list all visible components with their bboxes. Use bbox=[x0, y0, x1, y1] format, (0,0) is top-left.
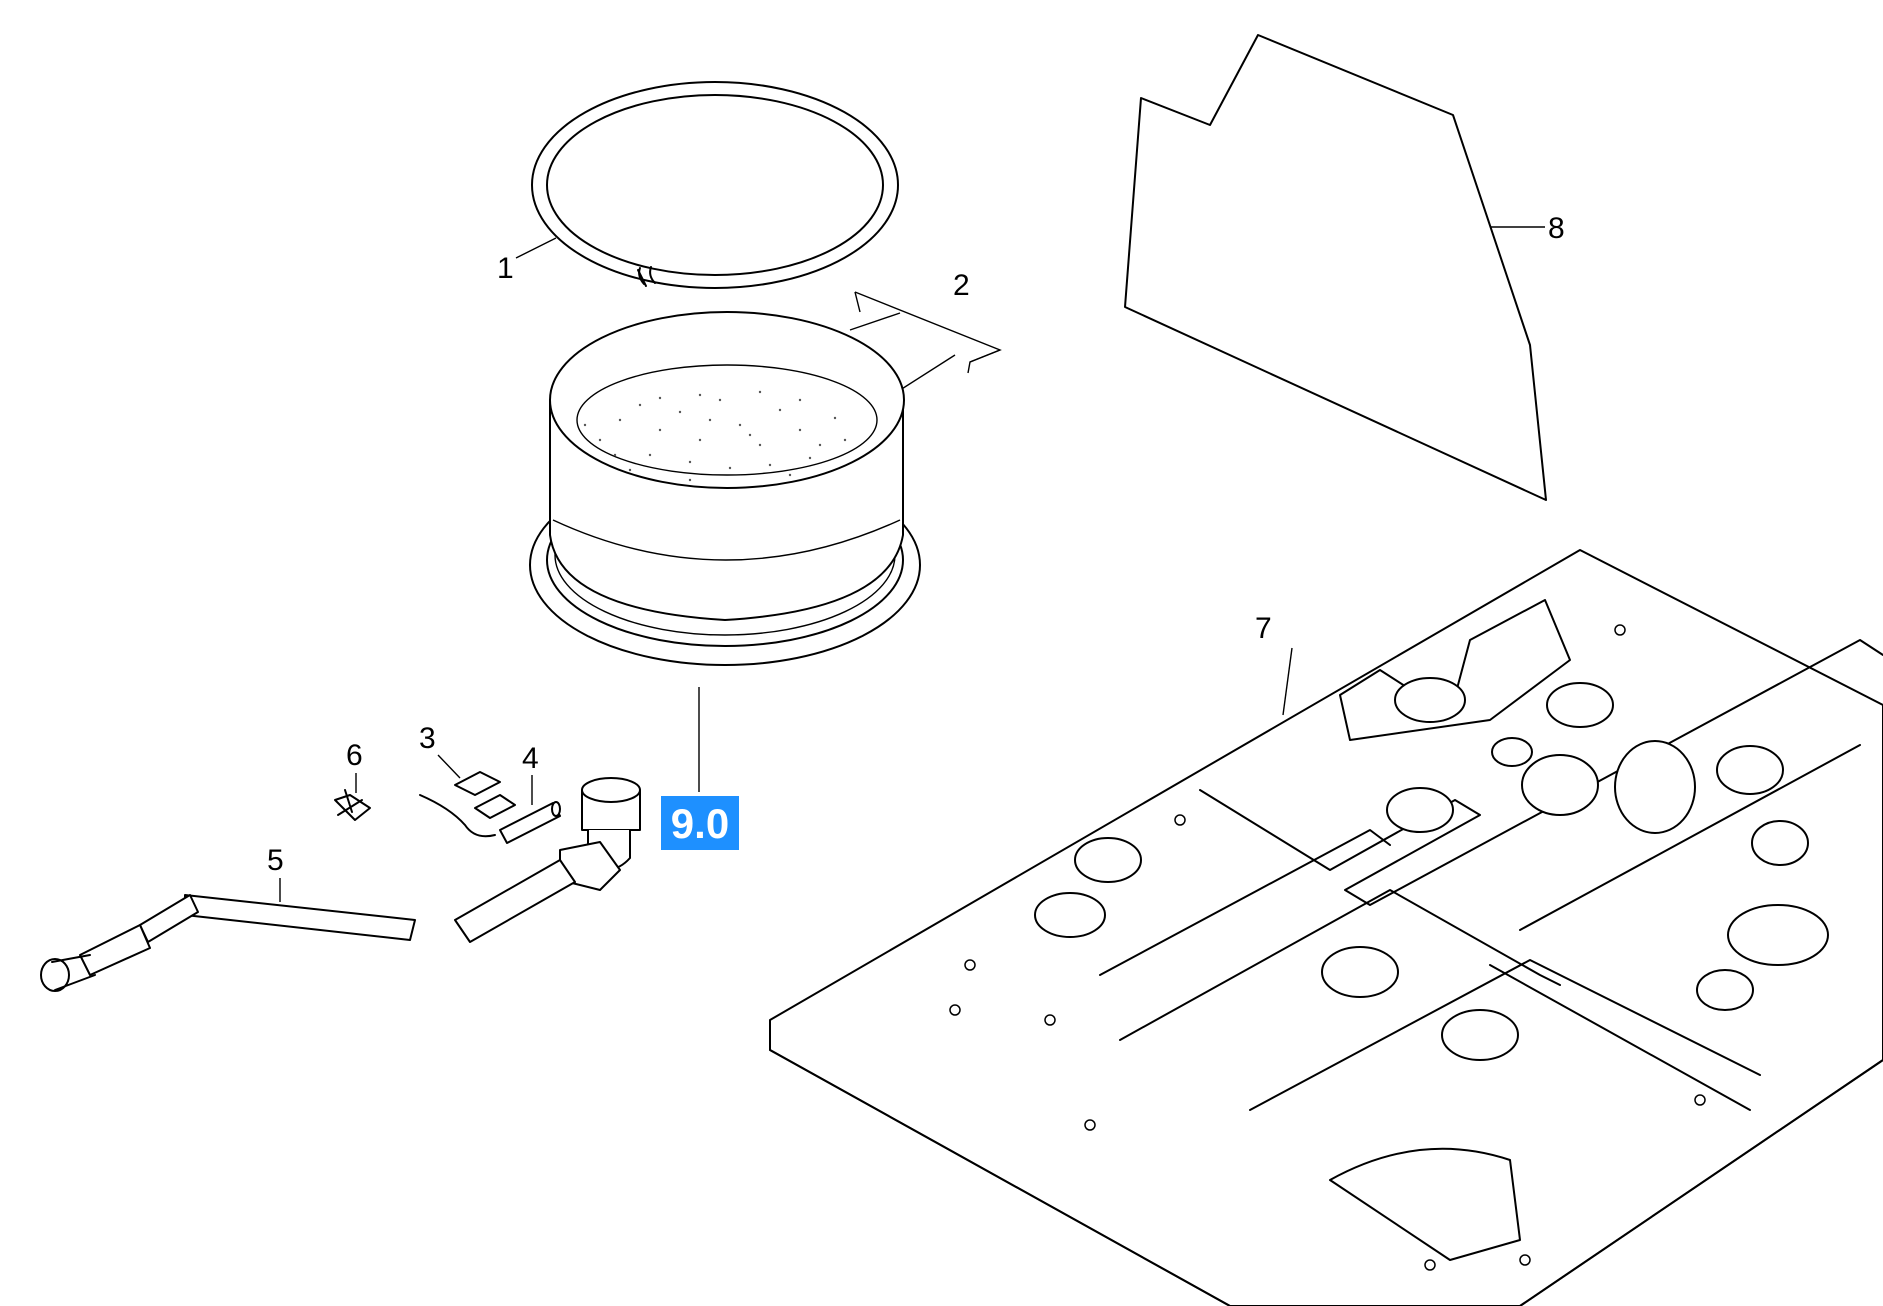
part-6-small-clip bbox=[334, 789, 371, 821]
callout-8: 8 bbox=[1548, 212, 1565, 245]
part-1-gasket-ring bbox=[531, 81, 899, 289]
callout-5: 5 bbox=[267, 844, 284, 877]
part-9-burner-pot bbox=[529, 311, 921, 666]
callout-3: 3 bbox=[419, 722, 436, 755]
callout-1: 1 bbox=[497, 252, 514, 285]
part-3-clip bbox=[419, 771, 516, 838]
highlight-badge[interactable]: 9.0 bbox=[661, 796, 739, 850]
callout-6: 6 bbox=[346, 739, 363, 772]
callout-2: 2 bbox=[953, 269, 970, 302]
highlight-badge-label: 9.0 bbox=[671, 800, 729, 847]
leader-1 bbox=[515, 237, 557, 259]
leader-7 bbox=[1282, 647, 1293, 716]
elbow-fitting bbox=[559, 777, 641, 891]
callout-7: 7 bbox=[1255, 612, 1272, 645]
part-4-sleeve bbox=[499, 801, 561, 844]
part-8-heat-shield bbox=[1124, 34, 1547, 501]
part-5-pipe bbox=[40, 859, 576, 992]
highlight-badge-bg bbox=[661, 796, 739, 850]
filter-texture bbox=[583, 390, 847, 482]
leader-3 bbox=[437, 754, 461, 779]
part-7-base-plate bbox=[769, 549, 1883, 1306]
callout-4: 4 bbox=[522, 742, 539, 775]
